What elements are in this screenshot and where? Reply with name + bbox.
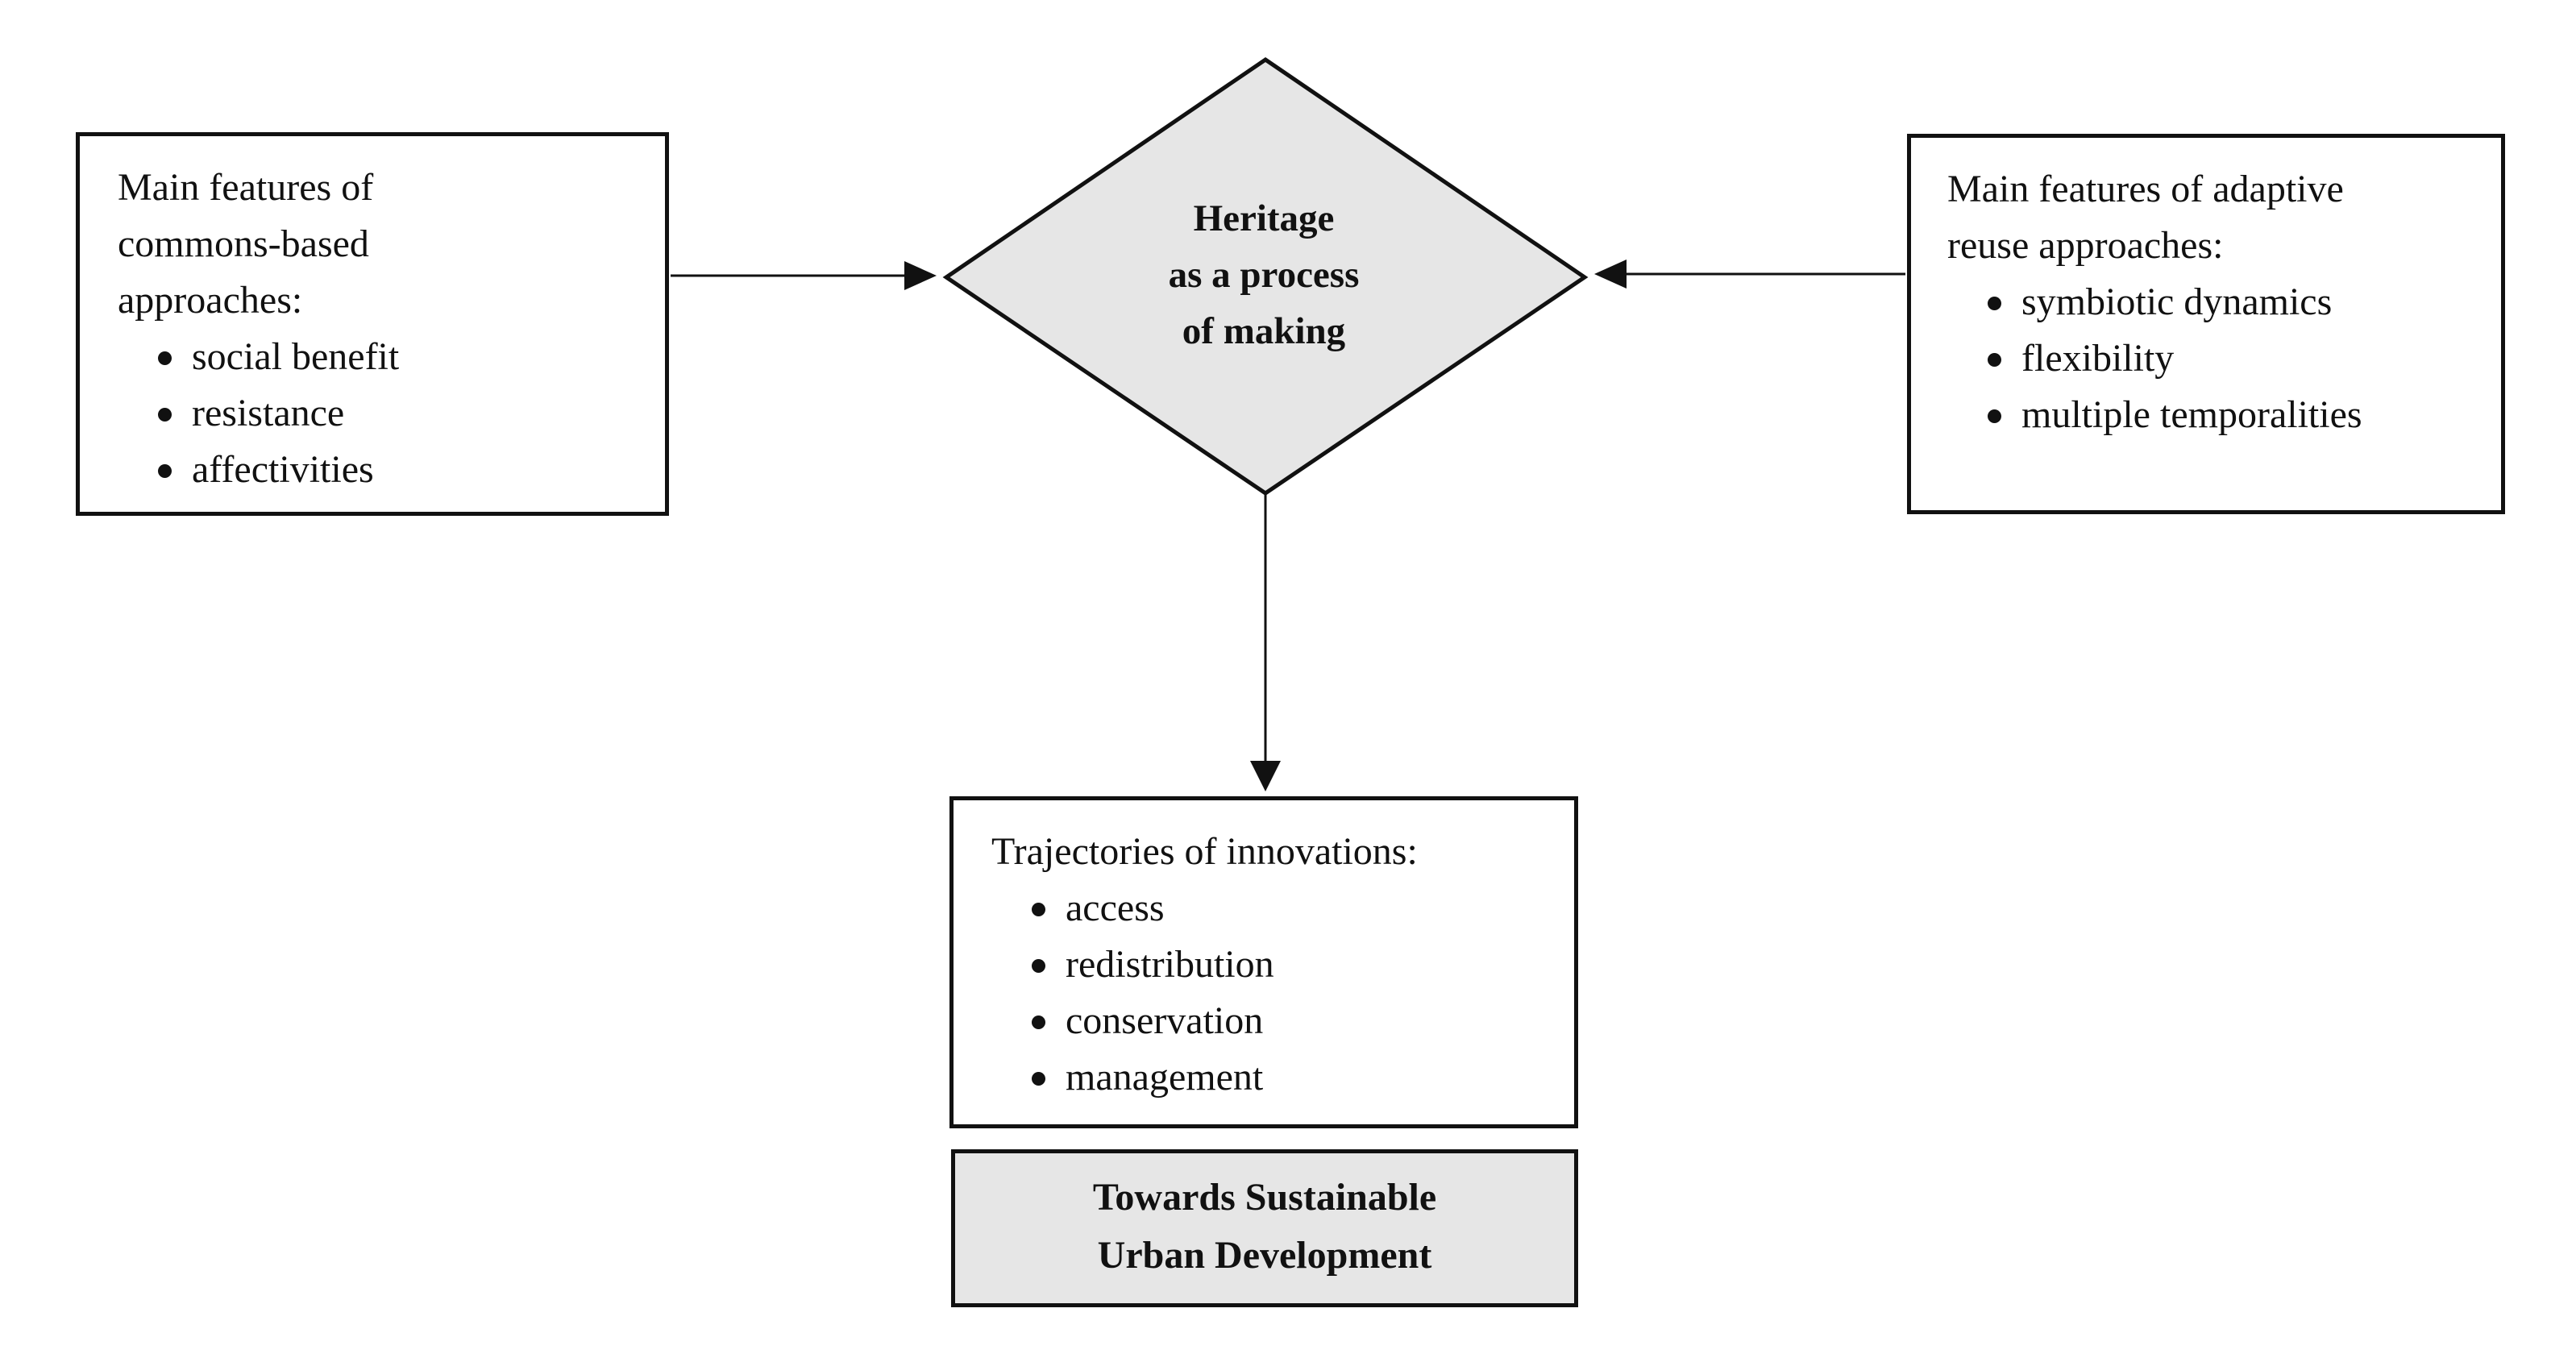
outcome-label-line: Urban Development [1097, 1234, 1432, 1277]
arrow-right-to-center-head [1594, 260, 1627, 289]
list-item: redistribution [991, 937, 1418, 993]
commons-feature-item: social benefit [192, 335, 400, 378]
bullet-icon [158, 351, 172, 365]
list-item: affectivities [118, 442, 399, 498]
adaptive-reuse-heading-line: reuse approaches: [1947, 224, 2224, 267]
adaptive-reuse-features-text: Main features of adaptive reuse approach… [1947, 161, 2362, 443]
commons-features-box [76, 132, 669, 516]
outcome-label-line: Towards Sustainable [1092, 1176, 1437, 1219]
innovation-trajectory-item: access [1066, 887, 1165, 929]
arrow-center-to-bottom-head [1250, 761, 1281, 791]
bullet-icon [1032, 959, 1045, 973]
innovation-trajectory-item: redistribution [1066, 943, 1274, 986]
list-item: social benefit [118, 329, 399, 385]
list-item: conservation [991, 993, 1418, 1049]
adaptive-reuse-feature-list: symbiotic dynamics flexibility multiple … [1947, 274, 2362, 443]
bullet-icon [1988, 409, 2001, 423]
center-label-line: Heritage [1193, 197, 1335, 239]
arrow-left-to-center-head [904, 261, 937, 290]
innovation-trajectories-heading: Trajectories of innovations: [991, 830, 1418, 873]
commons-feature-list: social benefit resistance affectivities [118, 329, 399, 498]
bullet-icon [158, 408, 172, 422]
commons-features-text: Main features of commons-based approache… [118, 160, 399, 498]
commons-heading-line: Main features of [118, 166, 374, 209]
center-diamond-label: Heritage as a process of making [1064, 190, 1464, 359]
innovation-trajectory-item: management [1066, 1056, 1264, 1099]
list-item: symbiotic dynamics [1947, 274, 2362, 330]
commons-feature-item: resistance [192, 392, 345, 434]
list-item: management [991, 1049, 1418, 1106]
list-item: resistance [118, 385, 399, 442]
adaptive-reuse-feature-item: multiple temporalities [2021, 393, 2362, 436]
adaptive-reuse-features-box [1907, 134, 2505, 514]
commons-feature-item: affectivities [192, 448, 374, 491]
center-label-line: as a process [1168, 254, 1360, 296]
bullet-icon [1032, 903, 1045, 916]
adaptive-reuse-feature-item: flexibility [2021, 337, 2175, 380]
bullet-icon [1032, 1016, 1045, 1029]
bullet-icon [1988, 353, 2001, 367]
adaptive-reuse-feature-item: symbiotic dynamics [2021, 280, 2333, 323]
innovation-trajectories-text: Trajectories of innovations: access redi… [991, 824, 1418, 1106]
innovation-trajectories-list: access redistribution conservation manag… [991, 880, 1418, 1106]
bullet-icon [158, 464, 172, 478]
adaptive-reuse-heading-line: Main features of adaptive [1947, 168, 2344, 210]
bullet-icon [1032, 1072, 1045, 1086]
outcome-box [951, 1149, 1578, 1307]
bullet-icon [1988, 297, 2001, 310]
commons-heading-line: commons-based [118, 222, 369, 265]
innovation-trajectories-box [949, 796, 1578, 1128]
list-item: flexibility [1947, 330, 2362, 387]
list-item: multiple temporalities [1947, 387, 2362, 443]
list-item: access [991, 880, 1418, 937]
center-label-line: of making [1182, 310, 1346, 352]
commons-heading-line: approaches: [118, 279, 303, 322]
innovation-trajectory-item: conservation [1066, 999, 1264, 1042]
outcome-label: Towards Sustainable Urban Development [951, 1169, 1578, 1285]
